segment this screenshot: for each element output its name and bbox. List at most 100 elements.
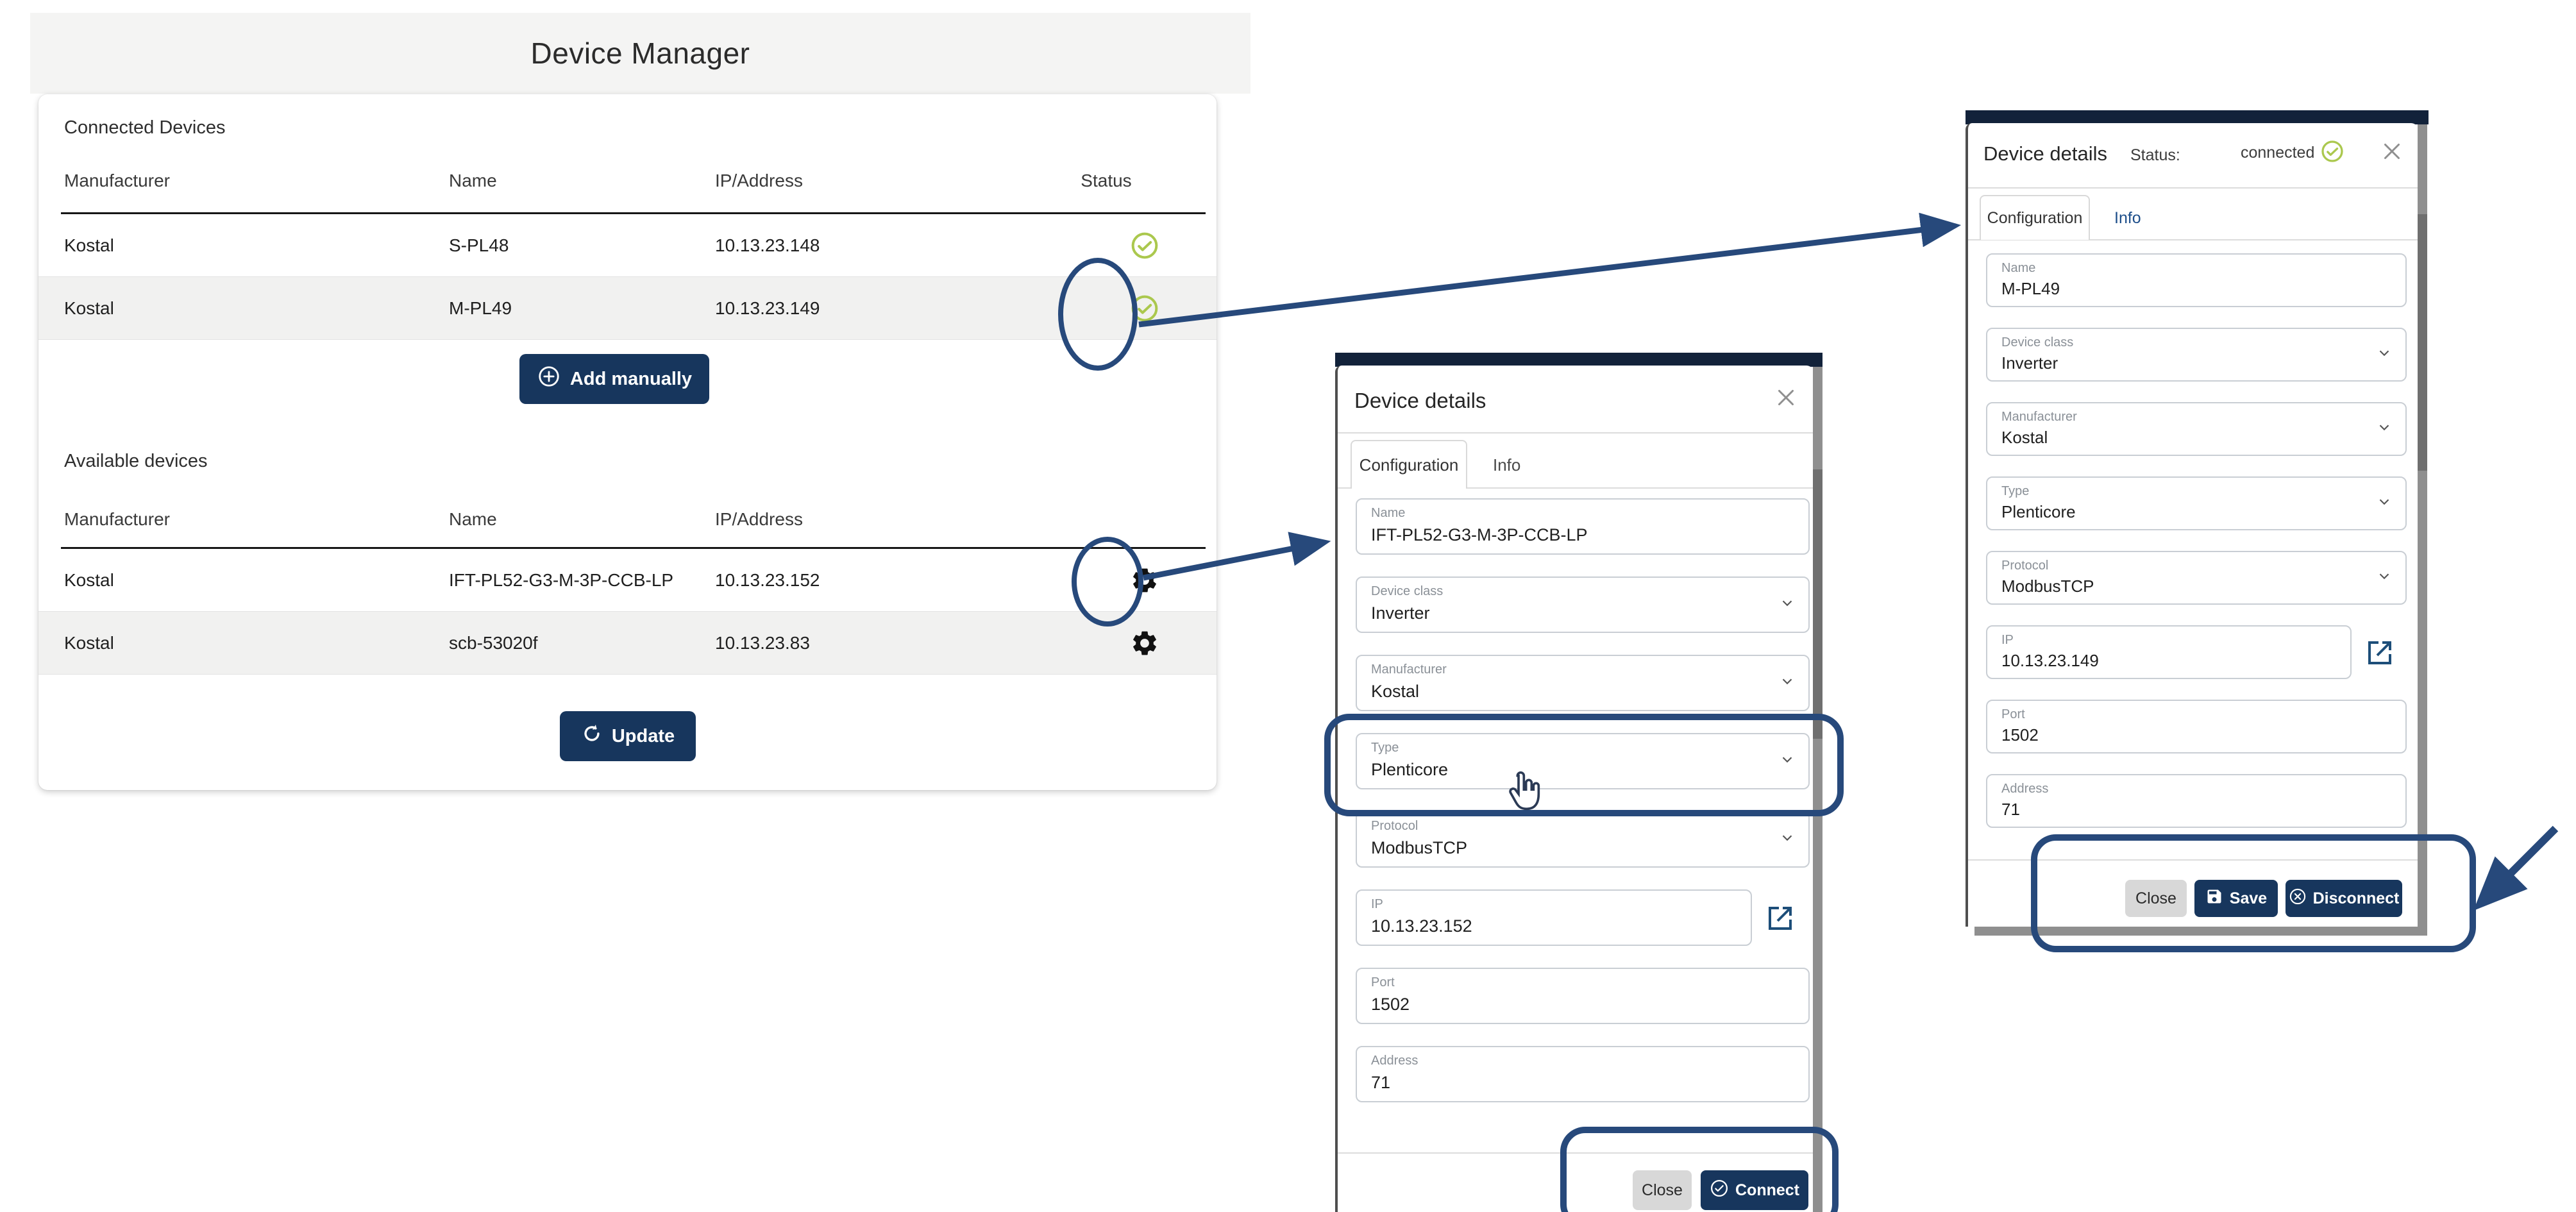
column-header: IP/Address [715,171,803,190]
available-devices-heading: Available devices [64,451,208,471]
manufacturer-cell: Kostal [64,633,114,653]
chevron-down-icon [2376,345,2393,365]
name-cell: scb-53020f [449,633,538,653]
annotation-arrow-to-connected-dialog [1138,212,1962,328]
external-link-icon[interactable] [2364,637,2395,671]
field-value: Kostal [1371,682,1420,701]
dialog-top-bar [1335,353,1823,367]
save-label: Save [2229,889,2268,907]
connected-table-header: Manufacturer Name IP/Address Status [38,166,1216,196]
name-cell: IFT-PL52-G3-M-3P-CCB-LP [449,570,674,590]
chevron-down-icon [2376,419,2393,439]
column-header: Manufacturer [64,509,170,529]
tab-label: Configuration [1359,455,1459,475]
dialog-shadow [2418,124,2427,928]
manufacturer-cell: Kostal [64,235,114,255]
chevron-down-icon [2376,568,2393,588]
chevron-down-icon [1779,673,1796,693]
gear-icon[interactable] [1122,549,1167,612]
close-icon[interactable] [2380,140,2403,163]
address-field[interactable]: Address 71 [1986,774,2407,828]
table-row: Kostal S-PL48 10.13.23.148 [38,214,1216,277]
scrollbar-thumb[interactable] [2418,214,2427,471]
field-value: 71 [2001,800,2020,819]
column-header: Status [1081,171,1132,190]
external-link-icon[interactable] [1765,903,1796,937]
connect-button[interactable]: Connect [1701,1170,1808,1210]
tab-info[interactable]: Info [1493,455,1520,475]
ip-field[interactable]: IP 10.13.23.152 [1356,889,1752,946]
name-cell: S-PL48 [449,235,509,255]
check-circle-icon [1710,1179,1729,1202]
connected-devices-heading: Connected Devices [64,117,226,138]
divider [1968,859,2418,861]
dialog-title: Device details [1354,389,1486,412]
chevron-down-icon [1779,830,1796,850]
close-button[interactable]: Close [2125,880,2187,917]
field-label: Manufacturer [2001,410,2077,424]
manufacturer-cell: Kostal [64,570,114,590]
save-icon [2205,888,2223,910]
save-button[interactable]: Save [2194,880,2278,917]
tab-configuration[interactable]: Configuration [1980,195,2090,240]
protocol-select[interactable]: Protocol ModbusTCP [1986,551,2407,605]
device-manager-card: Connected Devices Manufacturer Name IP/A… [38,94,1216,790]
field-label: Type [2001,484,2030,498]
tab-label: Info [2114,209,2141,227]
port-field[interactable]: Port 1502 [1986,700,2407,753]
status-connected-icon[interactable] [1122,214,1167,277]
device-class-select[interactable]: Device class Inverter [1986,328,2407,382]
type-select[interactable]: Type Plenticore [1356,733,1810,789]
tab-configuration[interactable]: Configuration [1351,440,1467,489]
device-class-select[interactable]: Device class Inverter [1356,577,1810,633]
gear-icon[interactable] [1122,612,1167,675]
header-band: Device Manager [30,13,1250,94]
name-field[interactable]: Name IFT-PL52-G3-M-3P-CCB-LP [1356,498,1810,555]
ip-field[interactable]: IP 10.13.23.149 [1986,625,2352,679]
field-label: Port [2001,707,2025,721]
page-title: Device Manager [530,37,750,70]
field-label: IP [1371,897,1383,911]
field-value: 10.13.23.149 [2001,651,2099,670]
table-header-divider [61,212,1206,214]
update-button[interactable]: Update [560,711,696,761]
field-label: Address [2001,782,2049,796]
field-value: ModbusTCP [2001,577,2094,596]
protocol-select[interactable]: Protocol ModbusTCP [1356,811,1810,868]
update-label: Update [611,725,675,746]
field-value: IFT-PL52-G3-M-3P-CCB-LP [1371,525,1588,544]
field-value: 10.13.23.152 [1371,916,1472,936]
status-badge: connected [2241,140,2344,166]
refresh-icon [581,723,603,750]
status-label: Status: [2130,146,2180,164]
ip-cell: 10.13.23.83 [715,633,810,653]
status-connected-icon[interactable] [1122,277,1167,340]
port-field[interactable]: Port 1502 [1356,968,1810,1024]
tab-info[interactable]: Info [2114,208,2141,228]
plus-circle-icon [537,364,561,394]
dialog-title: Device details [1983,142,2107,165]
dialog-body: Device details Status: connected Configu… [1966,123,2418,927]
close-label: Close [1642,1181,1683,1199]
address-field[interactable]: Address 71 [1356,1046,1810,1102]
name-field[interactable]: Name M-PL49 [1986,253,2407,307]
scrollbar-thumb[interactable] [1813,469,1823,739]
field-label: Protocol [1371,819,1418,833]
close-label: Close [2135,889,2176,907]
disconnect-button[interactable]: Disconnect [2286,880,2402,917]
manufacturer-select[interactable]: Manufacturer Kostal [1986,402,2407,456]
type-select[interactable]: Type Plenticore [1986,476,2407,530]
add-manually-button[interactable]: Add manually [519,354,709,404]
close-icon[interactable] [1774,386,1797,409]
close-button[interactable]: Close [1633,1170,1692,1210]
add-manually-label: Add manually [569,368,693,389]
field-value: M-PL49 [2001,279,2060,298]
column-header: Manufacturer [64,171,170,190]
field-label: IP [2001,633,2014,647]
tab-label: Configuration [1987,208,2083,227]
manufacturer-select[interactable]: Manufacturer Kostal [1356,655,1810,711]
dialog-top-bar [1966,110,2429,124]
divider [1338,1152,1813,1154]
ip-cell: 10.13.23.149 [715,298,820,318]
